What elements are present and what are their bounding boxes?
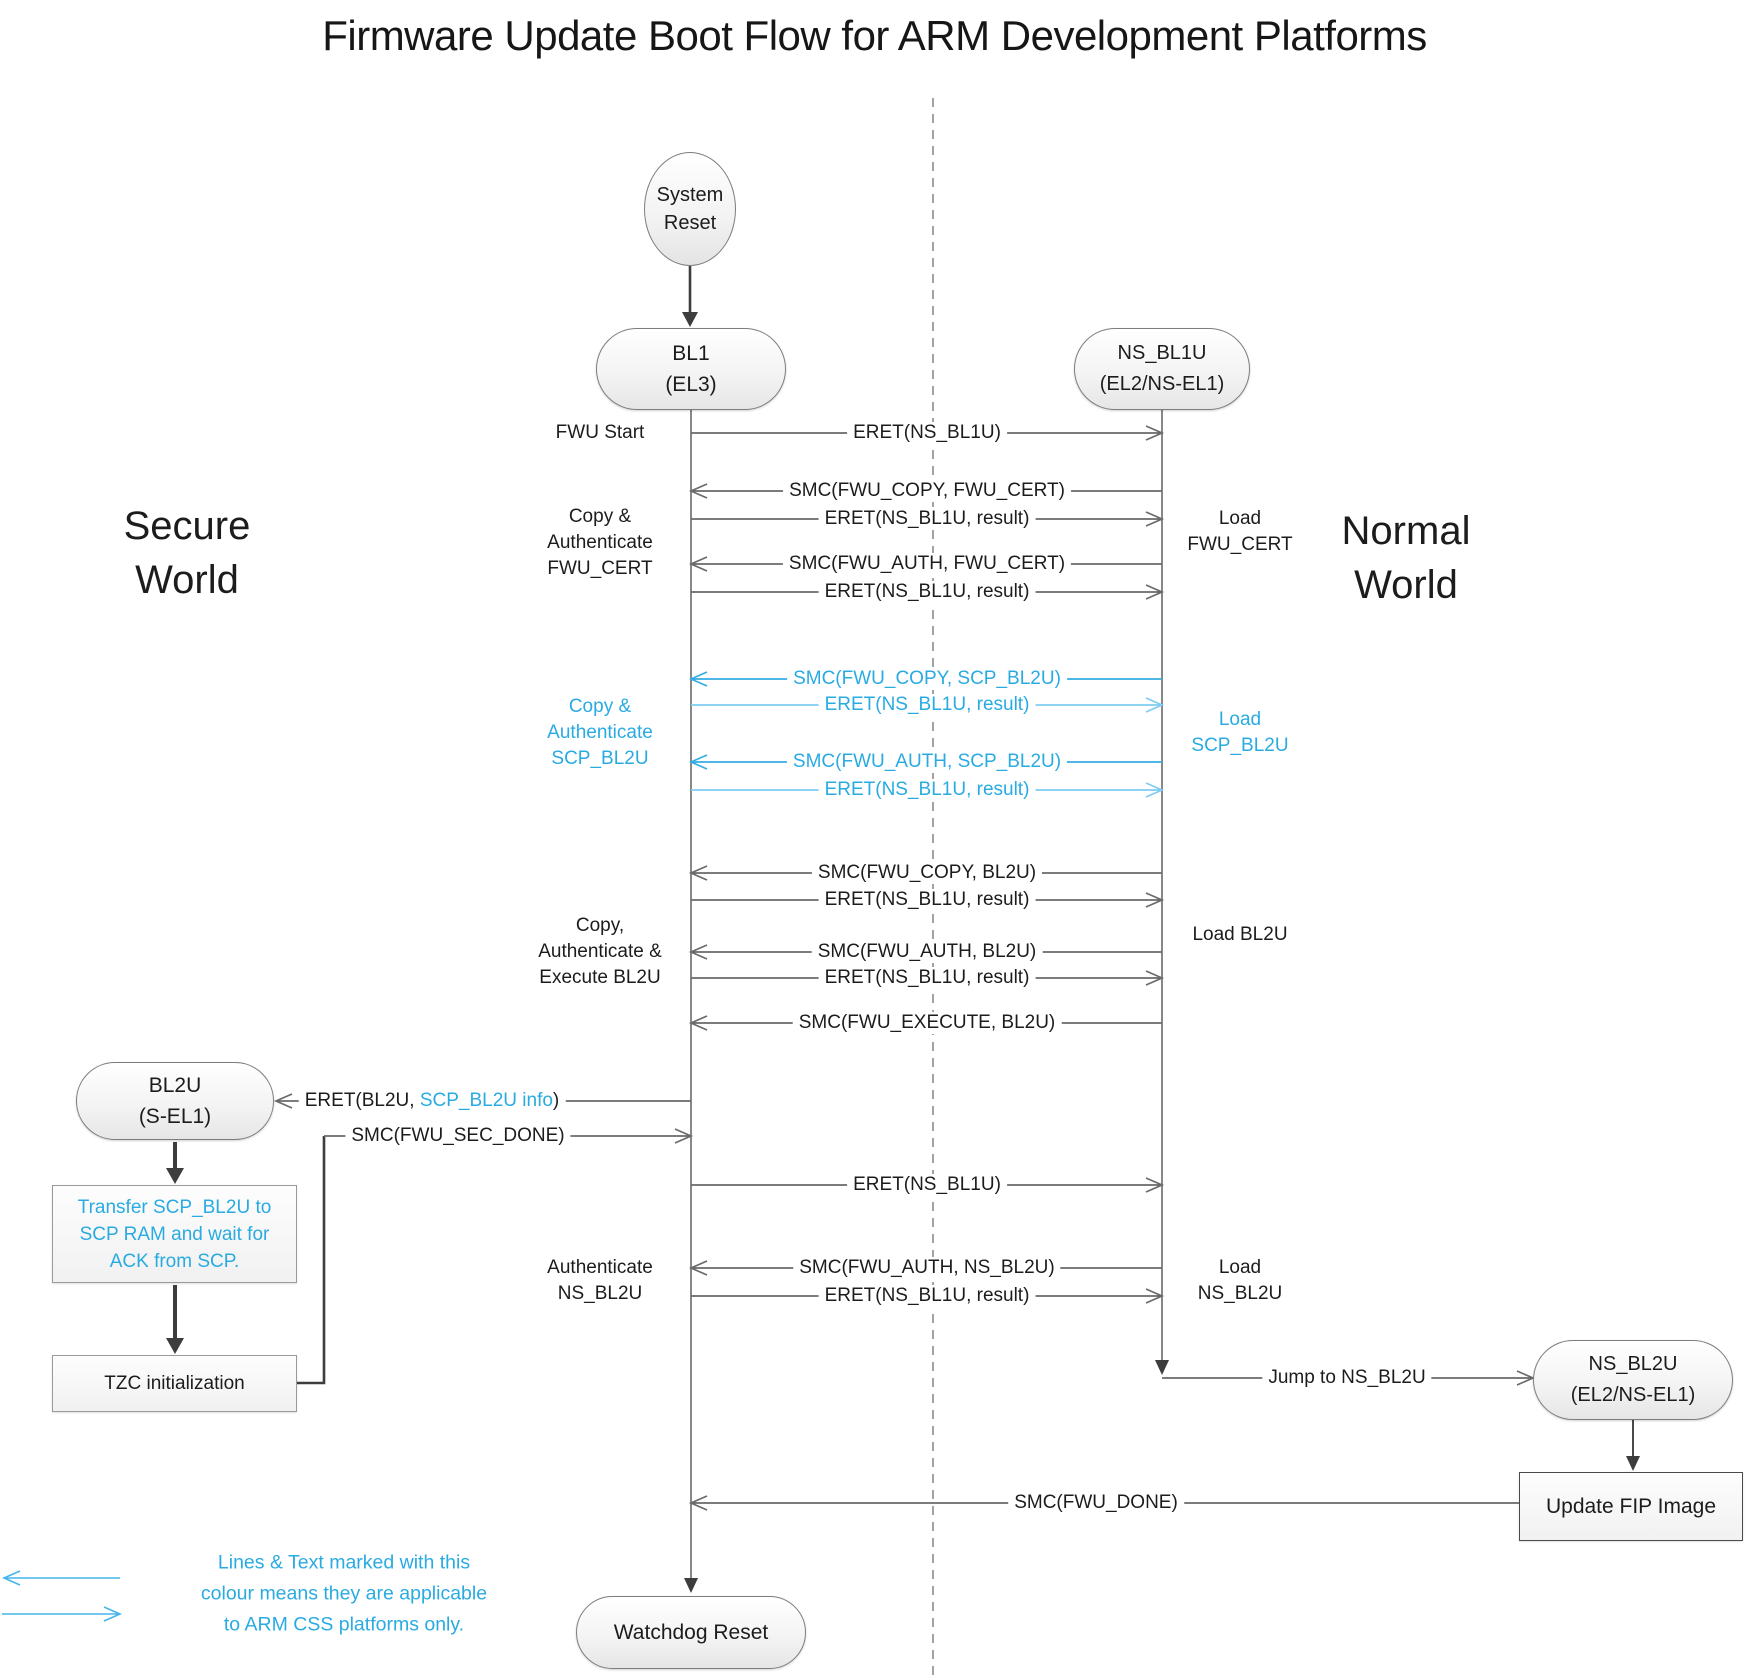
message-label-smc-auth-bl2u: SMC(FWU_AUTH, BL2U) [811, 941, 1043, 963]
transfer-scp-label: Transfer SCP_BL2U to SCP RAM and wait fo… [77, 1196, 272, 1272]
message-label-smc-fwu-done: SMC(FWU_DONE) [1008, 1492, 1184, 1514]
watchdog-reset-label: Watchdog Reset [613, 1621, 769, 1644]
bl2u-to-transfer-arrow [166, 1142, 184, 1184]
eret-bl2u-prefix: ERET(BL2U, [304, 1090, 420, 1111]
legend-css-arrows [2, 1570, 122, 1622]
page-title: Firmware Update Boot Flow for ARM Develo… [322, 12, 1427, 59]
side-label-load-scp-bl2u: Load SCP_BL2U [1191, 709, 1289, 756]
side-label-load-bl2u: Load BL2U [1192, 924, 1288, 945]
message-label-eret-bl2u-scp-info: ERET(BL2U, SCP_BL2U info) [298, 1090, 566, 1112]
message-label-jump-to-ns-bl2u: Jump to NS_BL2U [1262, 1367, 1432, 1389]
message-label-eret-ns-bl1u-2: ERET(NS_BL1U) [847, 1174, 1007, 1196]
message-label-eret-result-2: ERET(NS_BL1U, result) [818, 581, 1036, 603]
side-label-copy-auth-exec-bl2u: Copy, Authenticate & Execute BL2U [538, 915, 662, 988]
side-label-load-ns-bl2u: Load NS_BL2U [1197, 1257, 1283, 1304]
system-reset-arrow [682, 266, 698, 327]
node-bl1: BL1 (EL3) [596, 328, 786, 410]
message-label-eret-result-3: ERET(NS_BL1U, result) [818, 889, 1036, 911]
system-reset-label: System Reset [656, 184, 724, 234]
message-label-smc-auth-ns-bl2u: SMC(FWU_AUTH, NS_BL2U) [793, 1257, 1061, 1279]
message-label-smc-copy-fwu-cert: SMC(FWU_COPY, FWU_CERT) [783, 480, 1071, 502]
bl1-lifeline [684, 410, 698, 1593]
bl1-label: BL1 (EL3) [665, 342, 717, 396]
node-ns-bl1u: NS_BL1U (EL2/NS-EL1) [1074, 328, 1250, 410]
ns-bl2u-to-fip-arrow [1626, 1420, 1640, 1471]
node-watchdog-reset: Watchdog Reset [576, 1596, 806, 1669]
message-label-eret-ns-bl1u-1: ERET(NS_BL1U) [847, 422, 1007, 444]
message-label-eret-result-5: ERET(NS_BL1U, result) [818, 1285, 1036, 1307]
message-label-eret-result-css-1: ERET(NS_BL1U, result) [818, 694, 1036, 716]
eret-bl2u-suffix: ) [552, 1090, 560, 1111]
ns-bl2u-label: NS_BL2U (EL2/NS-EL1) [1570, 1353, 1696, 1406]
side-label-copy-auth-scp-bl2u: Copy & Authenticate SCP_BL2U [547, 696, 653, 769]
message-label-smc-execute-bl2u: SMC(FWU_EXECUTE, BL2U) [792, 1012, 1062, 1034]
node-system-reset: System Reset [644, 152, 736, 266]
side-label-copy-auth-fwu-cert: Copy & Authenticate FWU_CERT [547, 506, 653, 579]
ns-bl1u-lifeline [1155, 410, 1169, 1375]
transfer-to-tzc-arrow [166, 1285, 184, 1354]
node-ns-bl2u: NS_BL2U (EL2/NS-EL1) [1533, 1340, 1733, 1420]
message-label-eret-result-4: ERET(NS_BL1U, result) [818, 967, 1036, 989]
side-label-auth-ns-bl2u: Authenticate NS_BL2U [547, 1257, 653, 1304]
tzc-init-label: TZC initialization [104, 1373, 245, 1394]
bl2u-label: BL2U (S-EL1) [138, 1074, 212, 1128]
side-label-fwu-start: FWU Start [555, 422, 645, 443]
node-transfer-scp: Transfer SCP_BL2U to SCP RAM and wait fo… [52, 1185, 297, 1283]
message-label-smc-sec-done: SMC(FWU_SEC_DONE) [345, 1125, 571, 1147]
ns-bl1u-label: NS_BL1U (EL2/NS-EL1) [1099, 342, 1225, 395]
message-label-eret-result-1: ERET(NS_BL1U, result) [818, 508, 1036, 530]
message-label-eret-result-css-2: ERET(NS_BL1U, result) [818, 779, 1036, 801]
node-bl2u: BL2U (S-EL1) [76, 1062, 274, 1140]
eret-bl2u-highlight: SCP_BL2U info [419, 1090, 553, 1111]
node-update-fip: Update FIP Image [1519, 1472, 1743, 1541]
message-label-smc-copy-scp-bl2u: SMC(FWU_COPY, SCP_BL2U) [787, 668, 1067, 690]
normal-world-label: Normal World [1341, 509, 1471, 607]
secure-world-label: Secure World [123, 504, 251, 602]
message-label-smc-auth-scp-bl2u: SMC(FWU_AUTH, SCP_BL2U) [786, 751, 1068, 773]
message-label-smc-auth-fwu-cert: SMC(FWU_AUTH, FWU_CERT) [782, 553, 1072, 575]
legend-text: Lines & Text marked with this colour mea… [200, 1551, 488, 1636]
update-fip-label: Update FIP Image [1545, 1495, 1717, 1518]
side-label-load-fwu-cert: Load FWU_CERT [1187, 508, 1293, 555]
node-tzc-init: TZC initialization [52, 1355, 297, 1412]
message-label-smc-copy-bl2u: SMC(FWU_COPY, BL2U) [811, 862, 1043, 884]
